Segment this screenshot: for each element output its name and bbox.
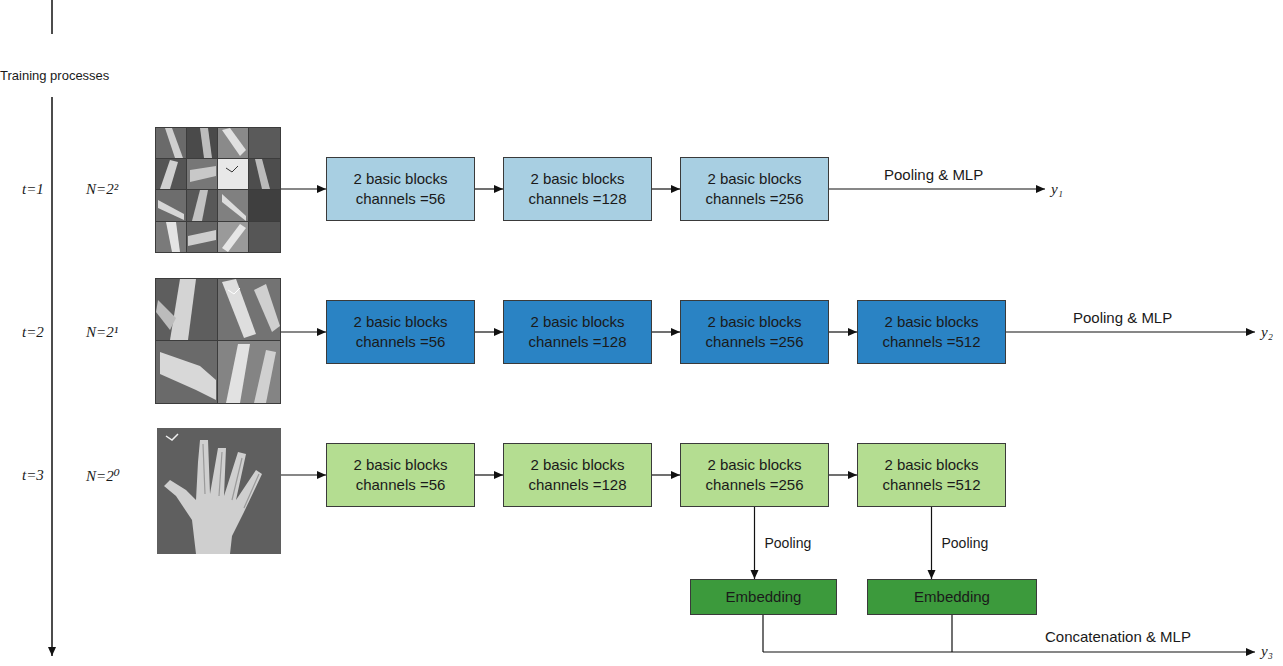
- output-label: Pooling & MLP: [884, 166, 983, 183]
- block-title: 2 basic blocks: [530, 312, 624, 332]
- channel-count: channels =256: [706, 475, 804, 495]
- block-box: 2 basic blockschannels =256: [680, 157, 829, 221]
- block-title: 2 basic blocks: [884, 455, 978, 475]
- block-title: 2 basic blocks: [530, 169, 624, 189]
- output-variable: y₃: [1261, 643, 1273, 660]
- block-title: 2 basic blocks: [530, 455, 624, 475]
- connector-arrow: [652, 188, 680, 189]
- patch-count: N=2¹: [86, 324, 118, 341]
- block-title: Embedding: [914, 587, 990, 607]
- connector-arrow: [652, 474, 680, 475]
- connector-arrow: [475, 188, 503, 189]
- block-box: 2 basic blockschannels =128: [503, 157, 652, 221]
- output-label: Concatenation & MLP: [1045, 628, 1191, 645]
- block-box: 2 basic blockschannels =128: [503, 443, 652, 507]
- channel-count: channels =56: [356, 189, 446, 209]
- hand-xray: [157, 428, 281, 554]
- edge-label: Pooling: [763, 535, 814, 551]
- channel-count: channels =512: [883, 475, 981, 495]
- block-box: 2 basic blockschannels =256: [680, 443, 829, 507]
- channel-count: channels =512: [883, 332, 981, 352]
- block-title: 2 basic blocks: [707, 312, 801, 332]
- input-arrow: [281, 331, 326, 332]
- channel-count: channels =128: [529, 475, 627, 495]
- input-arrow: [281, 474, 326, 475]
- xray-patches: [155, 278, 281, 404]
- connector-arrow: [829, 331, 857, 332]
- merge-line: [951, 615, 952, 652]
- connector-arrow: [475, 331, 503, 332]
- connector-arrow: [475, 474, 503, 475]
- channel-count: channels =256: [706, 332, 804, 352]
- embedding-box: Embedding: [867, 579, 1037, 615]
- channel-count: channels =56: [356, 332, 446, 352]
- block-title: Embedding: [726, 587, 802, 607]
- connector-arrow: [829, 474, 857, 475]
- embedding-box: Embedding: [690, 579, 837, 615]
- block-title: 2 basic blocks: [353, 312, 447, 332]
- block-title: 2 basic blocks: [353, 169, 447, 189]
- patch-count: N=2⁰: [86, 467, 120, 485]
- channel-count: channels =256: [706, 189, 804, 209]
- channel-count: channels =56: [356, 475, 446, 495]
- output-label: Pooling & MLP: [1073, 309, 1172, 326]
- output-variable: y₂: [1261, 324, 1273, 341]
- time-axis: [51, 97, 53, 656]
- patch-count: N=2²: [86, 181, 118, 198]
- merge-line: [762, 615, 763, 652]
- block-box: 2 basic blockschannels =512: [857, 300, 1006, 364]
- block-box: 2 basic blockschannels =128: [503, 300, 652, 364]
- block-title: 2 basic blocks: [884, 312, 978, 332]
- block-box: 2 basic blockschannels =56: [326, 443, 475, 507]
- block-box: 2 basic blockschannels =256: [680, 300, 829, 364]
- output-arrow: [829, 188, 1045, 189]
- edge-label: Pooling: [940, 535, 991, 551]
- top-tick: [51, 0, 53, 34]
- output-arrow: [1006, 331, 1255, 332]
- block-title: 2 basic blocks: [707, 169, 801, 189]
- block-box: 2 basic blockschannels =512: [857, 443, 1006, 507]
- label-heading: Training processes: [0, 68, 109, 83]
- connector-arrow: [754, 507, 755, 579]
- block-box: 2 basic blockschannels =56: [326, 300, 475, 364]
- output-variable: y₁: [1051, 181, 1063, 198]
- output-arrow: [763, 651, 1255, 652]
- connector-arrow: [652, 331, 680, 332]
- connector-arrow: [931, 507, 932, 579]
- channel-count: channels =128: [529, 189, 627, 209]
- xray-patches: [155, 127, 281, 253]
- time-step: t=1: [22, 181, 44, 198]
- block-title: 2 basic blocks: [353, 455, 447, 475]
- input-arrow: [281, 188, 326, 189]
- time-step: t=2: [22, 324, 44, 341]
- block-box: 2 basic blockschannels =56: [326, 157, 475, 221]
- time-step: t=3: [22, 467, 44, 484]
- channel-count: channels =128: [529, 332, 627, 352]
- block-title: 2 basic blocks: [707, 455, 801, 475]
